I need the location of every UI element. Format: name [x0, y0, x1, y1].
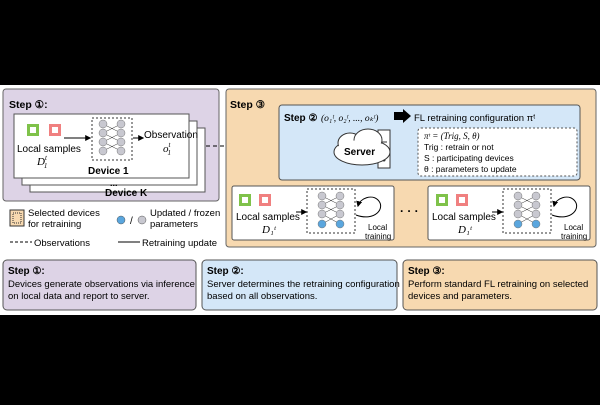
client-left-training: training [365, 232, 391, 241]
config-line-1: πᵗ = (Trig, S, θ) [424, 131, 480, 141]
device-ellipsis: ... [110, 178, 118, 188]
caption-step3-line2: devices and parameters. [408, 291, 512, 302]
client-right-network [513, 191, 541, 229]
clients-ellipsis: · · · [400, 204, 419, 218]
legend-observations: Observations [34, 238, 90, 249]
caption-step2-line2: based on all observations. [207, 291, 317, 302]
server-label: Server [344, 147, 375, 158]
step1-label: Step ①: [9, 99, 48, 111]
device-k-label: Device K [105, 188, 148, 199]
server-cloud-icon [333, 128, 391, 166]
device1-network [91, 117, 133, 161]
caption-step1-box [2, 259, 197, 311]
config-box [417, 127, 578, 177]
legend-updated-line2: parameters [150, 219, 198, 230]
client-right-local: Local [564, 223, 583, 232]
step2-label: Step ② [284, 113, 317, 124]
client-left-loop-arrow [355, 196, 382, 218]
step1-local-samples: Local samples [17, 144, 81, 155]
client-right-local-samples: Local samples [432, 212, 496, 223]
config-line-4: θ : parameters to update [424, 164, 517, 174]
device-1-label: Device 1 [88, 166, 129, 177]
caption-step1-line1: Devices generate observations via infere… [8, 279, 195, 290]
config-label: FL retraining configuration πᵗ [414, 113, 535, 124]
legend-updated-node [116, 215, 126, 225]
legend-selected-swatch [9, 209, 25, 227]
client-right-box [427, 185, 591, 241]
legend: Selected devices for retraining / Update… [9, 208, 220, 249]
config-line-3: S : participating devices [424, 153, 514, 163]
client-left-local: Local [368, 223, 387, 232]
client-left-box [231, 185, 395, 241]
client-left-local-samples: Local samples [236, 212, 300, 223]
legend-updated-line1: Updated / frozen [150, 208, 220, 219]
config-arrow [394, 109, 411, 123]
client-right-dataset: D₁ᵗ [457, 224, 473, 236]
caption-step1-line2: on local data and report to server. [8, 291, 150, 302]
client-left-network-box [306, 188, 356, 234]
caption-step3-title: Step ③: [408, 266, 445, 277]
caption-step3-box [402, 259, 598, 311]
client-right-network-box [502, 188, 552, 234]
legend-retraining: Retraining update [142, 238, 217, 249]
legend-frozen-node [137, 215, 147, 225]
caption-step2-box [201, 259, 398, 311]
caption-step3-line1: Perform standard FL retraining on select… [408, 279, 588, 290]
legend-slash: / [130, 216, 133, 227]
observation-tuple: (o₁ᵗ, o₂ᵗ, ..., oₖᵗ) [321, 113, 378, 124]
client-left-dataset: D₁ᵗ [261, 224, 277, 236]
client-right-loop-arrow [551, 196, 578, 218]
observation-label: Observation [144, 130, 198, 141]
caption-step2-title: Step ②: [207, 266, 244, 277]
step3-label: Step ③ [230, 99, 266, 111]
config-line-2: Trig : retrain or not [424, 142, 494, 152]
client-right-training: training [561, 232, 587, 241]
legend-selected-line1: Selected devices [28, 208, 100, 219]
legend-selected-line2: for retraining [28, 219, 81, 230]
caption-step2-line1: Server determines the retraining configu… [207, 279, 400, 290]
client-left-network [317, 191, 345, 229]
caption-step1-title: Step ①: [8, 266, 45, 277]
